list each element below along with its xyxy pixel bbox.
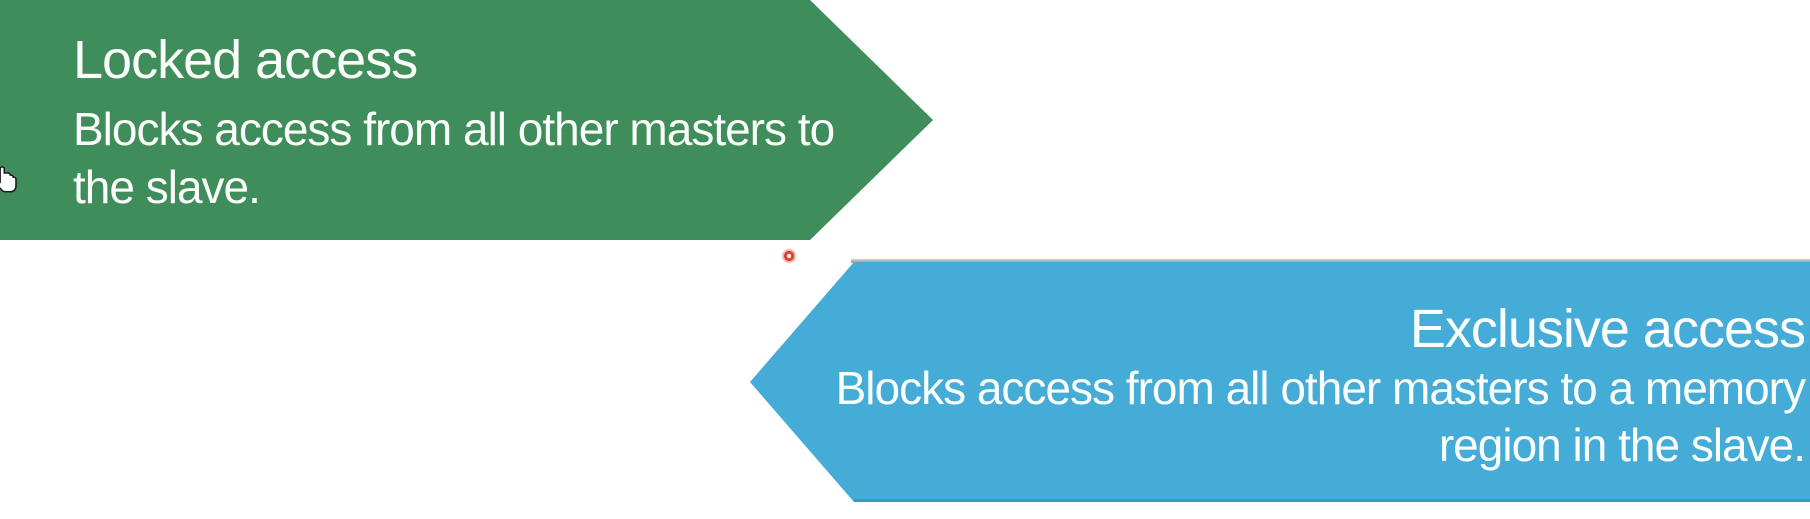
locked-access-title: Locked access bbox=[73, 30, 418, 90]
exclusive-access-description: Blocks access from all other masters to … bbox=[835, 362, 1806, 471]
locked-access-description: Blocks access from all other masters to … bbox=[73, 103, 835, 213]
exclusive-access-title: Exclusive access bbox=[1409, 299, 1806, 359]
divider-line bbox=[851, 259, 1810, 263]
locked-access-arrow-shape bbox=[0, 0, 933, 240]
hand-cursor-icon bbox=[0, 166, 17, 193]
laser-pointer-dot bbox=[781, 248, 797, 264]
exclusive-access-arrow-shape bbox=[750, 262, 1810, 502]
